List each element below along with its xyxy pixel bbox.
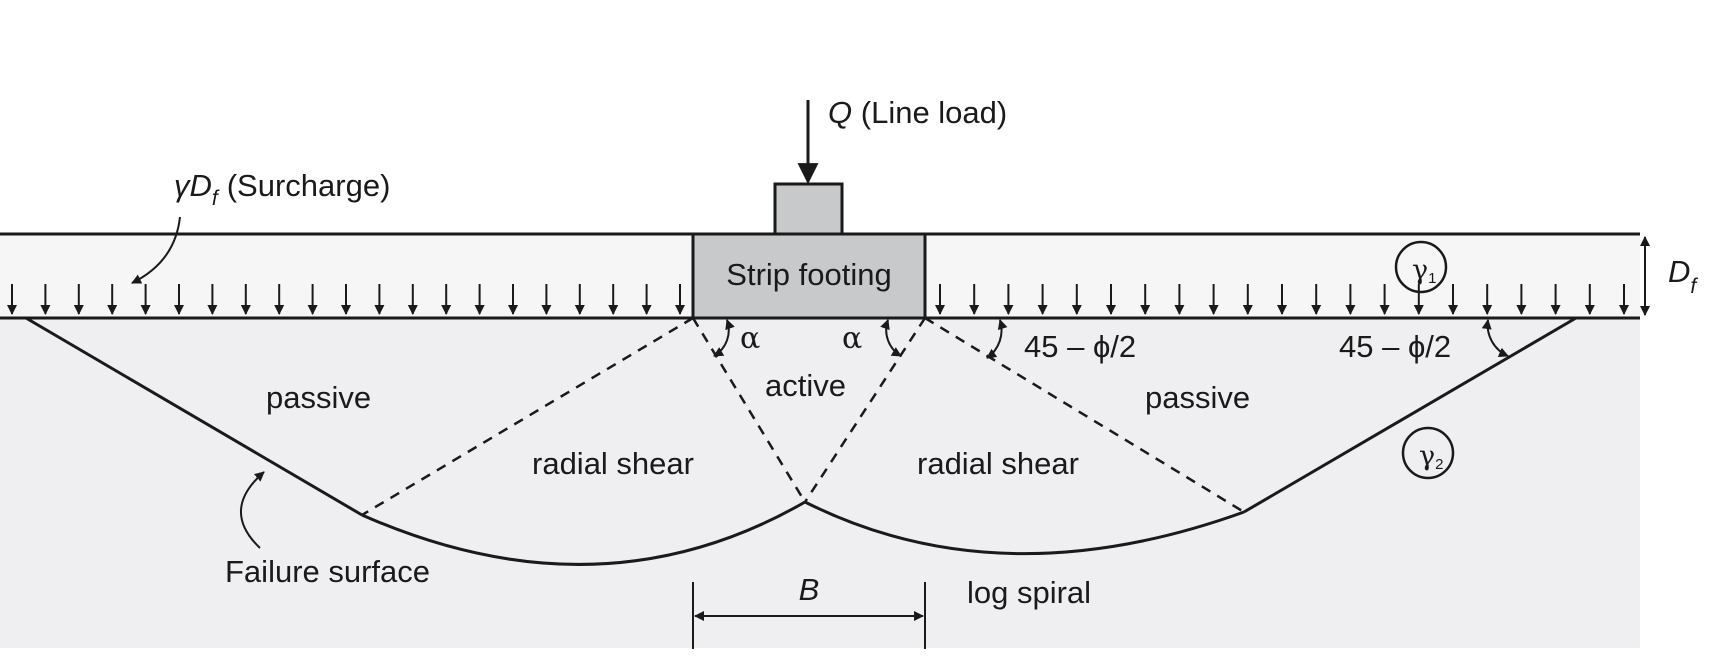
alpha-arc-right xyxy=(880,319,902,357)
gamma1-label: γ1 xyxy=(1412,255,1436,287)
alpha-arc-left xyxy=(713,319,735,357)
footing-label: Strip footing xyxy=(726,257,891,292)
surcharge-label: γDf(Surcharge) xyxy=(174,168,390,210)
angle-arc-right-outer xyxy=(1481,319,1509,357)
zone-radial-shear-left: radial shear xyxy=(532,446,694,481)
failure-surface-label: Failure surface xyxy=(225,554,430,589)
angle-arc-right-inner xyxy=(986,319,1008,359)
log-spiral-right xyxy=(804,500,1245,556)
angle-label-outer: 45 – ϕ/2 xyxy=(1339,329,1451,364)
zone-active: active xyxy=(765,368,846,403)
strip-footing xyxy=(691,232,927,320)
angle-label-inner: 45 – ϕ/2 xyxy=(1024,329,1136,364)
zone-passive-left: passive xyxy=(266,380,371,415)
failure-surface-leader xyxy=(239,471,265,549)
depth-label: Df xyxy=(1668,254,1698,298)
gamma2-circle xyxy=(1401,426,1455,480)
line-load-label: Q (Line load) xyxy=(828,95,1007,130)
alpha-label-right: α xyxy=(842,321,862,356)
failure-surface-left-planar xyxy=(25,316,363,517)
failure-surface-right-planar xyxy=(1243,316,1577,514)
log-spiral-left xyxy=(361,500,806,566)
surcharge-leader xyxy=(131,216,181,284)
column-stem xyxy=(773,182,844,236)
width-label: B xyxy=(799,572,820,607)
alpha-label-left: α xyxy=(740,321,760,356)
gamma1-circle xyxy=(1394,240,1448,294)
radial-boundary-right xyxy=(924,316,1245,514)
surcharge-arrows xyxy=(7,284,1629,315)
log-spiral-label: log spiral xyxy=(967,575,1091,610)
zone-radial-shear-right: radial shear xyxy=(917,446,1079,481)
soil-body xyxy=(0,318,1640,648)
gamma2-label: γ2 xyxy=(1419,441,1443,473)
zone-passive-right: passive xyxy=(1145,380,1250,415)
active-wedge-right-edge xyxy=(803,317,927,503)
